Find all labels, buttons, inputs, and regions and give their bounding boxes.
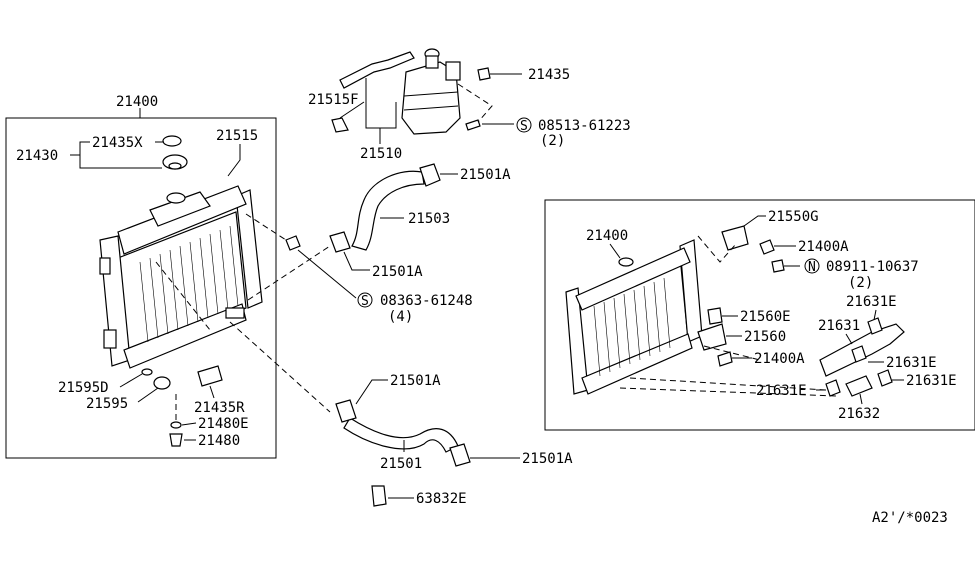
upper-hose-21503: [351, 170, 425, 251]
label-21631e-left: 21631E: [756, 383, 807, 399]
n-symbol-08911: [804, 258, 820, 274]
label-21595d: 21595D: [58, 380, 109, 396]
label-21435r: [197, 365, 223, 387]
drain-cock-21595: [153, 376, 171, 390]
s-mark-08363: S: [361, 294, 369, 309]
diagram-code: A2'/*0023: [872, 510, 948, 526]
bolt-21400a-top: [759, 239, 775, 255]
clamp-21631e-left: [825, 379, 841, 397]
leader-21501a-low: [355, 379, 388, 405]
grommet-21560e: [707, 307, 723, 325]
label-08363-qty: (4): [388, 309, 413, 325]
label-08513: 08513-61223: [538, 118, 631, 134]
leader-21400-inset: [609, 243, 621, 259]
label-21501a-bot: 21501A: [522, 451, 573, 467]
washer-21595d: [141, 368, 153, 376]
label-21632: 21632: [838, 406, 880, 422]
clamp-21631e-right: [877, 369, 893, 387]
label-21430: 21430: [16, 148, 58, 164]
inset-frame: [544, 199, 975, 431]
s-symbol-08513: [516, 117, 532, 133]
bracket-21550g: [721, 225, 749, 251]
label-08911: 08911-10637: [826, 259, 919, 275]
main-radiator-frame: [5, 117, 277, 459]
leader-21480e: [181, 422, 197, 426]
leader-08363: [297, 249, 357, 299]
leader-21631: [845, 333, 853, 345]
leader-21631e-top: [873, 309, 877, 321]
n-mark-08911: N: [808, 260, 816, 275]
label-21595: 21595: [86, 396, 128, 412]
label-21501a-low: 21501A: [390, 373, 441, 389]
label-63832e: 63832E: [416, 491, 467, 507]
hose-clip-21515f: [331, 117, 349, 133]
plug-21480: [169, 433, 183, 447]
connector-63832e: [371, 485, 387, 507]
leader-21595d: [119, 373, 143, 388]
reservoir-tank-21510: [401, 48, 461, 135]
filler-neck: [166, 192, 186, 204]
bracket-21560: [697, 323, 727, 351]
label-21631e-mid: 21631E: [886, 355, 937, 371]
bolt-21400a-bot: [717, 351, 733, 367]
label-21631: 21631: [818, 318, 860, 334]
label-21501a-top: 21501A: [460, 167, 511, 183]
leader-21595: [137, 387, 159, 403]
label-21631e-right: 21631E: [906, 373, 957, 389]
s-mark-08513: S: [520, 119, 528, 134]
clamp-21631e-top: [867, 317, 883, 335]
hose-clamp-21501a-mid: [329, 231, 351, 253]
o-ring-21480e: [170, 421, 182, 429]
inset-radiator-illustration: [565, 239, 703, 395]
label-21400-inset: 21400: [586, 228, 628, 244]
hose-21632: [845, 375, 873, 397]
hose-clamp-21501a-bot: [449, 443, 471, 467]
gasket-21435x: [162, 135, 182, 147]
label-21501: 21501: [380, 456, 422, 472]
nut-08911: [771, 259, 785, 273]
main-radiator-illustration: [99, 185, 263, 369]
label-21560e: 21560E: [740, 309, 791, 325]
label-21503: 21503: [408, 211, 450, 227]
clamp-21631e-mid: [851, 345, 867, 363]
s-symbol-08363: [357, 292, 373, 308]
overflow-hose-21515f: [339, 51, 415, 89]
label-21560: 21560: [744, 329, 786, 345]
label-21435: 21435: [528, 67, 570, 83]
label-21510: 21510: [360, 146, 402, 162]
leader-21430: [79, 141, 90, 155]
label-21515: 21515: [216, 128, 258, 144]
leader-21632: [859, 393, 863, 405]
hose-clamp-21501a-low: [335, 399, 357, 423]
bolt-08363: [285, 235, 301, 251]
label-21400-main: 21400: [116, 94, 158, 110]
leader-21510: [365, 78, 397, 129]
label-21400a-bot: 21400A: [754, 351, 805, 367]
label-21550g: 21550G: [768, 209, 819, 225]
leader-21515f: [339, 101, 365, 119]
leader-21435r: [209, 385, 215, 399]
label-08911-qty: (2): [848, 275, 873, 291]
label-21400a-top: 21400A: [798, 239, 849, 255]
label-21631e-top: 21631E: [846, 294, 897, 310]
bolt-08513: [465, 119, 481, 131]
label-21501a-mid: 21501A: [372, 264, 423, 280]
leader-21515: [227, 144, 241, 177]
label-21435x: 21435X: [92, 135, 143, 151]
leader-21501a-mid: [343, 251, 370, 271]
label-21480: 21480: [198, 433, 240, 449]
label-08513-qty: (2): [540, 133, 565, 149]
label-21435r: 21435R: [194, 400, 245, 416]
label-21515f: 21515F: [308, 92, 359, 108]
label-21480e: 21480E: [198, 416, 249, 432]
leader-21550g: [743, 215, 766, 227]
label-21435: [477, 67, 491, 81]
hose-clamp-21501a-top: [419, 163, 441, 187]
lower-hose-21501: [343, 417, 459, 453]
label-08363: 08363-61248: [380, 293, 473, 309]
